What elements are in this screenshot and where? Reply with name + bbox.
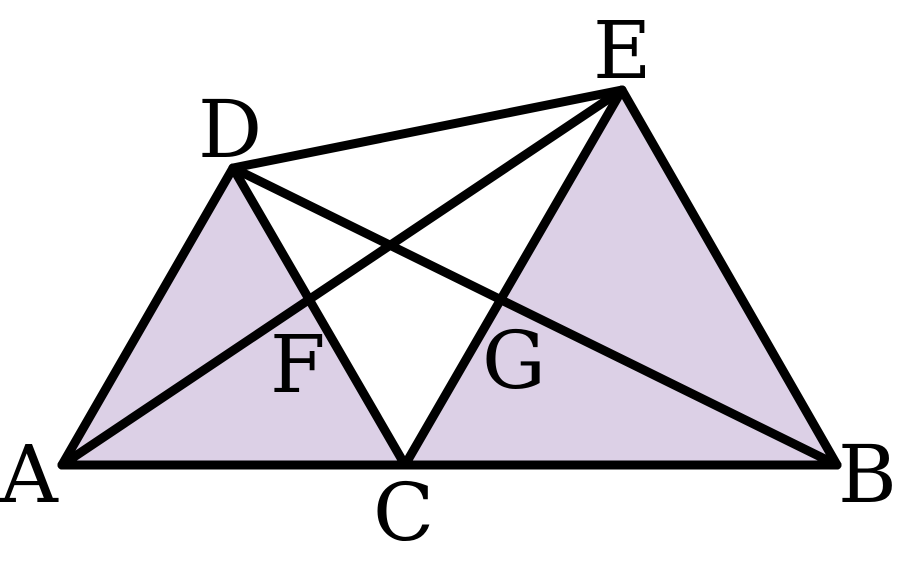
label-point-a: A [0,428,59,521]
label-point-f: F [270,318,326,411]
triangle-adc-fill [62,168,405,465]
triangle-ceb-fill [405,90,837,465]
label-point-g: G [482,314,546,407]
label-point-c: C [373,466,434,559]
segment-ce [400,85,627,470]
segment-dc [228,163,410,470]
label-point-d: D [198,83,262,176]
segment-ad [57,163,238,470]
segment-ae [57,85,627,470]
segment-db [228,163,842,470]
label-point-e: E [593,4,651,97]
segment-de [228,85,627,173]
segment-eb [617,85,842,470]
label-point-b: B [838,428,897,521]
